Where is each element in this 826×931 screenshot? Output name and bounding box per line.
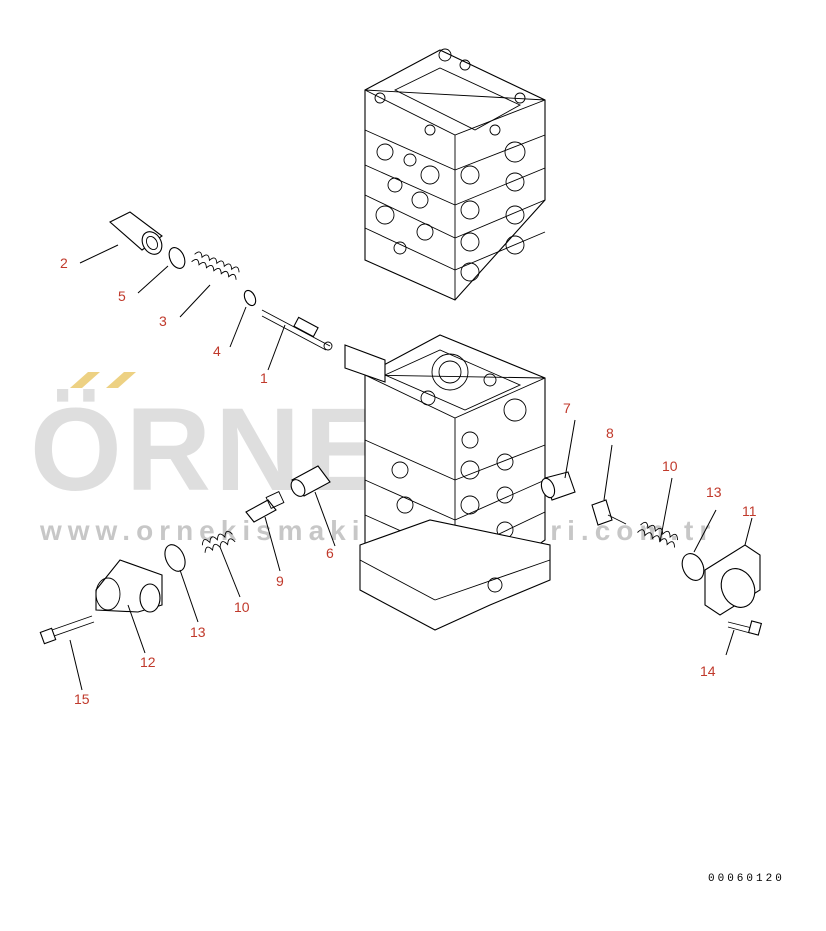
callout-13-right: 13 [706, 484, 722, 500]
callout-8: 8 [606, 425, 614, 441]
callout-12: 12 [140, 654, 156, 670]
part-1-spool [261, 309, 333, 351]
callout-9: 9 [276, 573, 284, 589]
callout-5: 5 [118, 288, 126, 304]
part-6-sleeve [290, 465, 331, 497]
valve-body-exploded [344, 334, 551, 631]
callout-10-left: 10 [234, 599, 250, 615]
drawing-code: 00060120 [708, 873, 785, 885]
callout-1: 1 [260, 370, 268, 386]
leader-lines [69, 244, 753, 691]
part-3-spring [191, 251, 240, 280]
callout-labels: 2 5 3 4 1 6 7 8 10 13 11 9 10 13 12 14 1… [60, 255, 757, 707]
part-13-o-ring-left [164, 544, 186, 572]
callout-11: 11 [742, 503, 757, 519]
part-12-cover [95, 559, 163, 613]
callout-7: 7 [563, 400, 571, 416]
part-2-plug [109, 211, 163, 255]
part-13-o-ring-right [681, 553, 705, 581]
part-14-bolt [727, 620, 763, 636]
callout-2: 2 [60, 255, 68, 271]
callout-10-right: 10 [662, 458, 678, 474]
part-15-bolt [39, 615, 95, 645]
valve-assembly-overview [364, 48, 546, 301]
part-10-spring-right [637, 521, 678, 548]
part-4-seat [243, 289, 257, 307]
part-9-piston [245, 491, 285, 523]
callout-3: 3 [159, 313, 167, 329]
part-8-poppet [591, 499, 627, 526]
part-11-cap [704, 544, 761, 616]
part-7-sleeve [540, 471, 576, 501]
callout-6: 6 [326, 545, 334, 561]
callout-14: 14 [700, 663, 716, 679]
callout-15: 15 [74, 691, 90, 707]
part-5-o-ring [168, 247, 186, 269]
callout-4: 4 [213, 343, 221, 359]
callout-13-left: 13 [190, 624, 206, 640]
